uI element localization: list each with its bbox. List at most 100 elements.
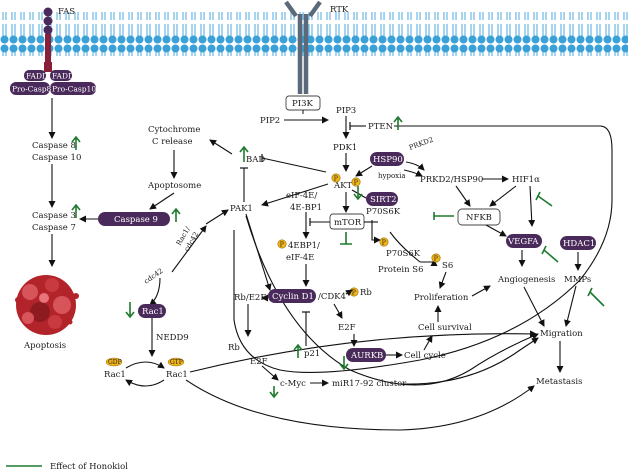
hdac1-label: HDAC1 (563, 239, 595, 249)
arrow-s6-proliferation (438, 271, 447, 289)
p70s6k-label: P70S6K (366, 207, 401, 217)
cytochrome-label: Cytochrome (148, 125, 200, 135)
curve-mtor (389, 231, 421, 263)
fadd-label-2: FADD (52, 72, 74, 81)
fadd-label-1: FADD (26, 72, 48, 81)
arrow-proliferation-angiogenesis (471, 285, 491, 297)
e2f-label: E2F (338, 323, 356, 333)
mir17-label: miR17-92 cluster (332, 379, 407, 389)
arrow-hif1a-vegfa (528, 185, 536, 227)
4ebp1-label-1: 4EBP1/ (288, 241, 320, 251)
hdac1-box (560, 236, 596, 250)
p70s6k-phospho-label: P (382, 240, 386, 247)
nfkb-label: NFKB (466, 213, 492, 223)
arrow-prkd2hsp90-nfkb (455, 185, 471, 207)
rac1-box-label: Rac1 (142, 307, 164, 317)
caspase8-label: Caspase 8 (32, 141, 76, 151)
akt-phospho (331, 173, 341, 183)
arrow-rac1cdc42-pak1 (205, 209, 229, 225)
arrow-p70s6k-s6 (420, 259, 438, 266)
hif1a-label: HIF1α (512, 175, 540, 185)
4ebp1-label-2: eIF-4E (286, 253, 314, 263)
nfkb-box (457, 208, 501, 226)
arrow-akt-pak1 (261, 183, 329, 207)
hypoxia-label: hypoxia (378, 172, 406, 180)
p21-label: p21 (304, 349, 320, 359)
eif4e-label-1: eIF-4E/ (286, 191, 317, 201)
inhibit-sirt2-akt (351, 189, 367, 199)
inhibit-akt-bad (261, 157, 327, 173)
c-release-label: C release (152, 137, 193, 147)
sirt2-label: SIRT2 (370, 195, 397, 205)
arrow-rac1-migration (189, 330, 537, 373)
aurkb-box (346, 348, 386, 362)
rtk-receptor (284, 0, 322, 94)
fas-receptor (43, 7, 53, 72)
arrow-e2f-cmyc (261, 365, 279, 381)
arrow-mir17-migration (401, 337, 539, 385)
arrow-nfkb-vegfa (485, 224, 507, 237)
s6-phospho-label: P (434, 256, 438, 263)
mmps-label: MMPs (564, 275, 591, 285)
caspase7-label: Caspase 7 (32, 223, 76, 233)
cdc42-label: cdc42 (143, 267, 165, 286)
p70s6k-phospho (379, 237, 389, 247)
pak1-label: PAK1 (230, 204, 253, 214)
cmyc-label: c-Myc (280, 379, 306, 389)
apoptosome-label: Apoptosome (147, 181, 201, 191)
arrow-angiogenesis-migration (523, 286, 545, 327)
arrow-rac1-gtp-gdp (125, 379, 165, 387)
arrow-hypoxia (403, 169, 423, 177)
arrow-hsp90-akt (355, 165, 373, 177)
caspase9-label: Caspase 9 (114, 215, 158, 225)
gtp-badge (167, 357, 185, 367)
arrow-pak1-cyclind1 (245, 213, 272, 291)
arrow-apoptosome-caspase9 (149, 192, 175, 210)
s6-label: S6 (442, 261, 453, 271)
procasp10-box (50, 82, 96, 95)
arrow-mmps-migration (564, 285, 577, 327)
pten-label: PTEN (368, 122, 394, 132)
prkd2-label: PRKD2 (408, 136, 434, 152)
cdk4-label: /CDK4 (318, 292, 346, 302)
caspase10-label: Caspase 10 (32, 153, 81, 163)
akt-phospho-label: P (334, 176, 338, 183)
arrow-cdk4-e2f (333, 303, 343, 319)
akt-phospho-2 (351, 177, 361, 187)
caspase9-box (98, 212, 170, 226)
bad-label: BAD (246, 155, 265, 165)
honokiol-effects (71, 115, 605, 399)
rb-phospho-label: P (352, 290, 356, 297)
prkd2-hsp90-label: PRKD2/HSP90 (420, 175, 483, 185)
protein-s6-label: Protein S6 (378, 265, 423, 275)
p70s6k-p-label: P70S6K (386, 249, 421, 259)
eif4e-label-2: 4E-BP1 (290, 203, 322, 213)
arrow-rac1-metastasis (185, 379, 535, 431)
cyclind1-label: Cyclin D1 (272, 292, 314, 302)
caspase3-label: Caspase 3 (32, 211, 76, 221)
rac1-gtp-label: Rac1 (166, 370, 188, 380)
4ebp1-phospho (277, 239, 287, 249)
sirt2-box (366, 192, 398, 206)
proliferation-label: Proliferation (414, 293, 469, 303)
rb-low-label: Rb (228, 343, 240, 353)
s6-phospho (431, 253, 441, 263)
cell-membrane (0, 12, 628, 56)
4ebp1-phospho-label: P (280, 242, 284, 249)
fadd-right (50, 70, 72, 81)
inhibit-pten-pak1-curve (233, 125, 613, 373)
vegfa-label: VEGFA (507, 237, 539, 247)
legend-label: Effect of Honokiol (50, 462, 128, 472)
akt-label: AKT (333, 181, 352, 191)
angiogenesis-label: Angiogenesis (497, 275, 555, 285)
procasp8-label: Pro-Casp8 (12, 85, 52, 94)
arrow-cdk4-rb (345, 289, 353, 297)
arrow-bad-cytochrome (209, 139, 233, 155)
arrow-hif1a-nfkb (489, 185, 517, 207)
hsp90-label: HSP90 (373, 155, 403, 165)
pi3k-label: PI3K (292, 99, 313, 109)
fas-label: FAS (58, 7, 75, 17)
fadd-left (24, 70, 46, 81)
metastasis-label: Metastasis (536, 377, 583, 387)
